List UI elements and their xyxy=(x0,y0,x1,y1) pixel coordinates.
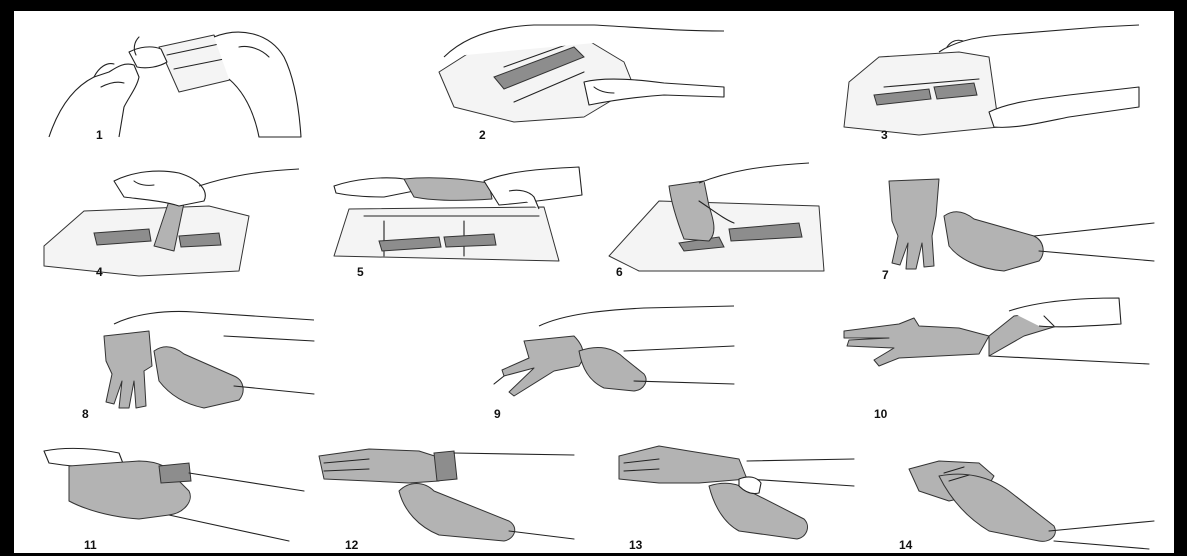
step-11-illustration xyxy=(39,431,309,553)
step-12: 12 xyxy=(309,431,579,553)
step-3: 3 xyxy=(839,17,1149,142)
step-2-illustration xyxy=(434,17,734,142)
step-number: 6 xyxy=(616,266,623,278)
step-2: 2 xyxy=(434,17,734,142)
step-number: 4 xyxy=(96,266,103,278)
step-3-illustration xyxy=(839,17,1149,142)
step-number: 3 xyxy=(881,129,888,141)
step-6-illustration xyxy=(599,161,839,281)
step-number: 7 xyxy=(882,269,889,281)
step-5: 5 xyxy=(324,161,594,281)
step-5-illustration xyxy=(324,161,594,281)
step-9-illustration xyxy=(484,296,754,421)
step-8-illustration xyxy=(74,296,324,421)
step-number: 10 xyxy=(874,408,887,420)
step-number: 8 xyxy=(82,408,89,420)
step-number: 12 xyxy=(345,539,358,551)
step-4: 4 xyxy=(39,161,309,281)
step-9: 9 xyxy=(484,296,754,421)
step-number: 1 xyxy=(96,129,103,141)
step-number: 11 xyxy=(84,539,97,551)
gloving-steps-figure: 1 2 3 xyxy=(14,11,1174,553)
step-14: 14 xyxy=(869,431,1169,553)
step-10-illustration xyxy=(839,296,1159,421)
step-4-illustration xyxy=(39,161,309,281)
step-8: 8 xyxy=(74,296,324,421)
step-13-illustration xyxy=(589,431,859,553)
step-7: 7 xyxy=(864,161,1164,281)
step-11: 11 xyxy=(39,431,309,553)
step-13: 13 xyxy=(589,431,859,553)
step-number: 5 xyxy=(357,266,364,278)
step-10: 10 xyxy=(839,296,1159,421)
step-number: 9 xyxy=(494,408,501,420)
step-1: 1 xyxy=(39,17,309,142)
step-number: 14 xyxy=(899,539,912,551)
step-14-illustration xyxy=(869,431,1169,553)
step-7-illustration xyxy=(864,161,1164,281)
step-1-illustration xyxy=(39,17,309,142)
step-number: 2 xyxy=(479,129,486,141)
step-number: 13 xyxy=(629,539,642,551)
step-12-illustration xyxy=(309,431,579,553)
step-6: 6 xyxy=(599,161,839,281)
